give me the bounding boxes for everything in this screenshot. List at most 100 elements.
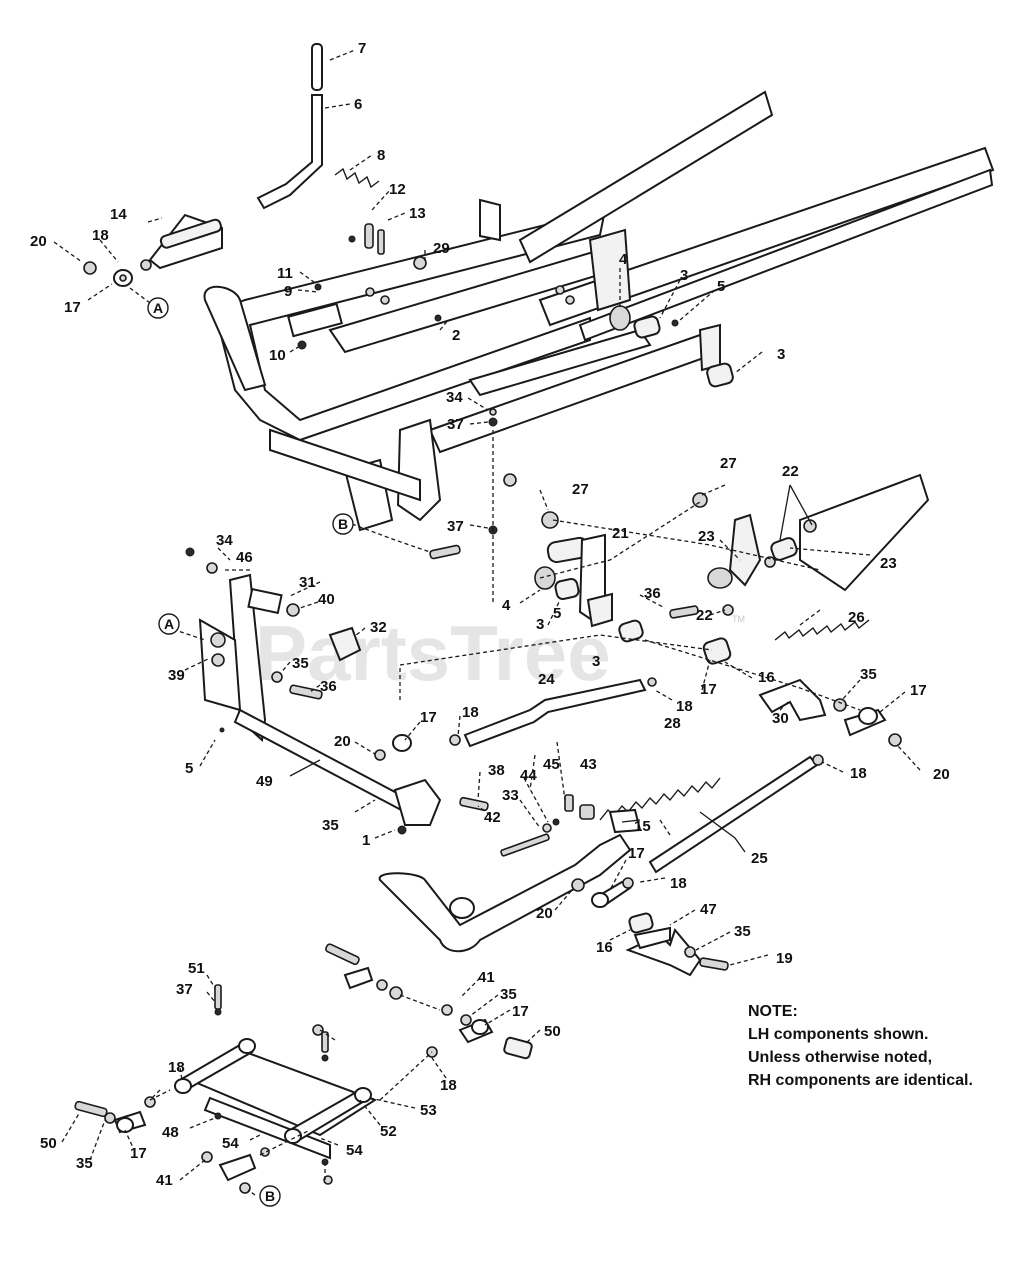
callout-35-e: 35 [500, 986, 517, 1003]
callout-18-a: 18 [92, 227, 109, 244]
pivot-bracket [534, 511, 732, 665]
callout-54-b: 54 [346, 1142, 363, 1159]
callout-51: 51 [188, 960, 205, 977]
lower-arm-assembly [571, 877, 729, 977]
callout-35-c: 35 [322, 817, 339, 834]
callout-25: 25 [751, 850, 768, 867]
callout-20-c: 20 [334, 733, 351, 750]
callout-3-d: 3 [592, 653, 600, 670]
callout-34-b: 34 [216, 532, 233, 549]
callout-37-c: 37 [176, 981, 193, 998]
upper-leaders [53, 49, 763, 529]
callout-35-f: 35 [76, 1155, 93, 1172]
callout-41-b: 41 [156, 1172, 173, 1189]
callout-17-e: 17 [628, 845, 645, 862]
note-line-2: Unless otherwise noted, [748, 1049, 933, 1066]
callout-7: 7 [358, 40, 366, 57]
callout-35-b: 35 [292, 655, 309, 672]
callout-23-a: 23 [698, 528, 715, 545]
callout-5-a: 5 [717, 278, 725, 295]
callout-17-a: 17 [64, 299, 81, 316]
callout-22-a: 22 [782, 463, 799, 480]
callout-40: 40 [318, 591, 335, 608]
callout-26: 26 [848, 609, 865, 626]
ref-marker-a-upper-label: A [153, 300, 163, 316]
note-line-1: LH components shown. [748, 1026, 929, 1043]
callout-17-d: 17 [420, 709, 437, 726]
callout-45: 45 [543, 756, 560, 773]
ref-marker-a-lower [158, 613, 180, 635]
callout-17-f: 17 [512, 1003, 529, 1020]
callout-46: 46 [236, 549, 253, 566]
callout-30: 30 [772, 710, 789, 727]
ref-marker-b-lower [259, 1185, 281, 1207]
right-arm-assembly [758, 678, 902, 747]
callout-21: 21 [612, 525, 629, 542]
ref-marker-a-lower-label: A [164, 616, 174, 632]
callout-5-c: 5 [185, 760, 193, 777]
callout-34-a: 34 [446, 389, 463, 406]
callout-28: 28 [664, 715, 681, 732]
callout-17-g: 17 [130, 1145, 147, 1162]
callout-17-c: 17 [910, 682, 927, 699]
callout-14: 14 [110, 206, 127, 223]
callout-27-b: 27 [572, 481, 589, 498]
callout-1: 1 [362, 832, 370, 849]
callout-11: 11 [277, 265, 293, 282]
callout-4-a: 4 [619, 251, 628, 268]
callout-20-b: 20 [933, 766, 950, 783]
callout-33: 33 [502, 787, 519, 804]
callout-18-f: 18 [168, 1059, 185, 1076]
callout-20-d: 20 [536, 905, 553, 922]
rod-24 [463, 678, 647, 748]
callout-19: 19 [776, 950, 793, 967]
callout-13: 13 [409, 205, 426, 222]
callout-42: 42 [484, 809, 501, 826]
callout-29: 29 [433, 240, 450, 257]
callout-50-b: 50 [40, 1135, 57, 1152]
callout-37-b: 37 [447, 518, 464, 535]
left-arm-assembly [185, 547, 489, 835]
callout-36-a: 36 [644, 585, 661, 602]
deck-lift-assembly [74, 943, 533, 1194]
callout-49: 49 [256, 773, 273, 790]
callout-6: 6 [354, 96, 362, 113]
rod-25 [648, 755, 819, 874]
callout-10: 10 [269, 347, 286, 364]
callout-18-e: 18 [670, 875, 687, 892]
callout-18-c: 18 [676, 698, 693, 715]
callout-17-b: 17 [700, 681, 717, 698]
callout-3-a: 3 [680, 267, 688, 284]
lower-leaders [61, 974, 541, 1196]
callout-3-c: 3 [536, 616, 544, 633]
callout-44: 44 [520, 767, 537, 784]
watermark-trademark: TM [732, 614, 745, 624]
callout-38: 38 [488, 762, 505, 779]
callout-53: 53 [420, 1102, 437, 1119]
callout-18-g: 18 [440, 1077, 457, 1094]
callout-5-b: 5 [553, 605, 561, 622]
callout-numbers: 7 6 8 12 13 14 20 18 17 11 9 29 10 2 4 3… [30, 40, 950, 1189]
callout-52: 52 [380, 1123, 397, 1140]
main-frame [203, 90, 995, 532]
callout-32: 32 [370, 619, 387, 636]
ref-marker-a-upper [147, 297, 169, 319]
callout-27-a: 27 [720, 455, 737, 472]
note-line-3: RH components are identical. [748, 1072, 973, 1089]
callout-4-b: 4 [502, 597, 511, 614]
callout-18-b: 18 [850, 765, 867, 782]
callout-35-a: 35 [860, 666, 877, 683]
callout-15: 15 [634, 818, 651, 835]
callout-12: 12 [389, 181, 406, 198]
frame-bushings [609, 305, 734, 388]
callout-8: 8 [377, 147, 385, 164]
callout-47: 47 [700, 901, 717, 918]
frame-hardware [287, 223, 517, 560]
callout-41-a: 41 [478, 969, 495, 986]
callout-16-a: 16 [758, 669, 775, 686]
callout-3-b: 3 [777, 346, 785, 363]
callout-43: 43 [580, 756, 597, 773]
note-block: NOTE: LH components shown. Unless otherw… [748, 1000, 973, 1092]
